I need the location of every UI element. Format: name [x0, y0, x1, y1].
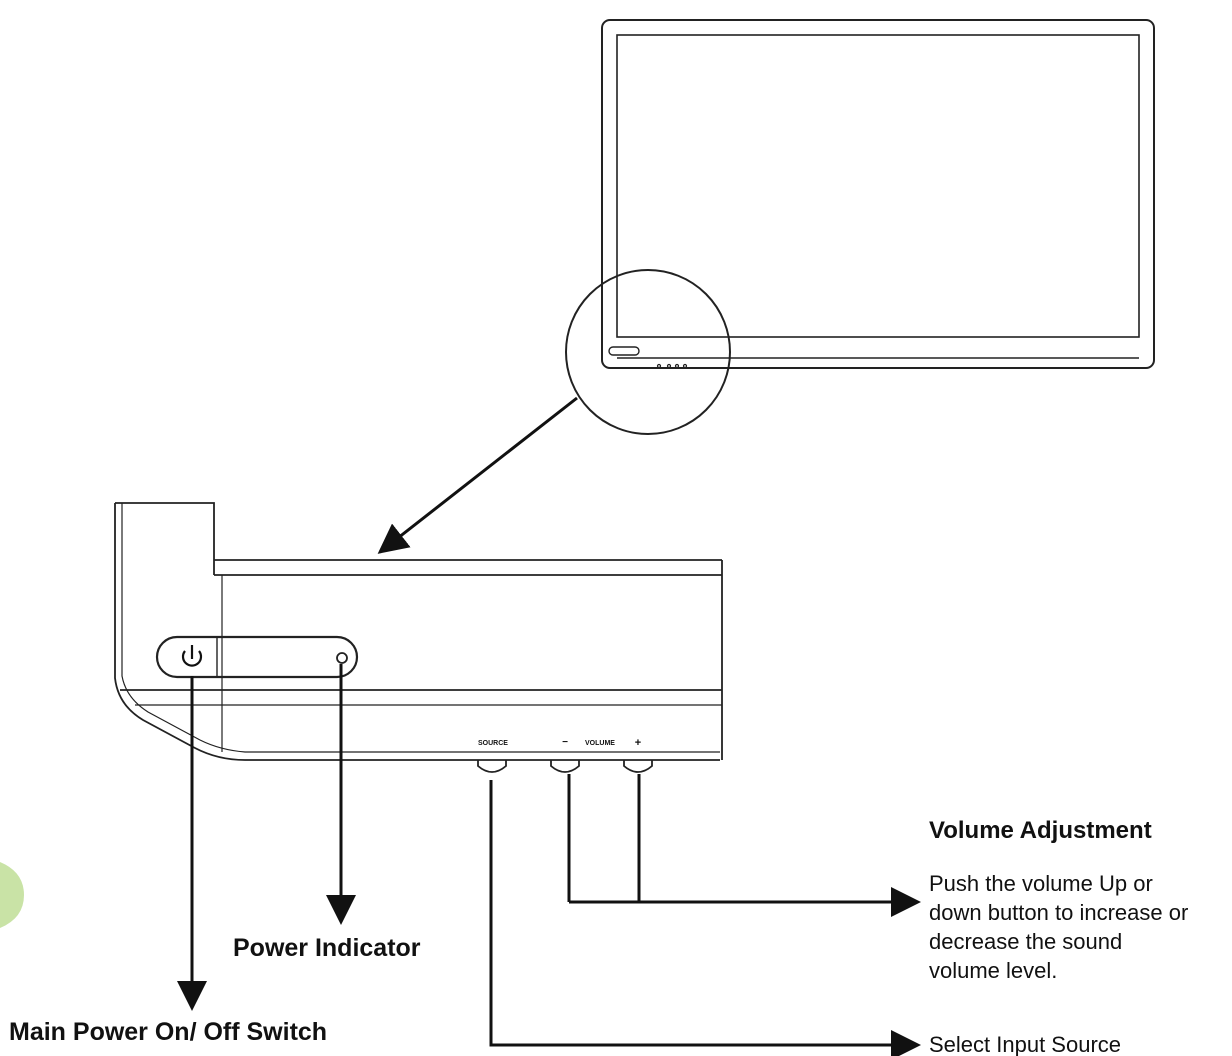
- panel-side-arm: [114, 503, 720, 761]
- power-indicator-label: Power Indicator: [233, 934, 421, 962]
- power-switch-pill: [155, 635, 359, 679]
- panel-label-source: SOURCE: [478, 740, 508, 747]
- source-button: [477, 760, 507, 773]
- main-power-label: Main Power On/ Off Switch: [9, 1018, 327, 1046]
- select-input-label: Select Input Source: [929, 1032, 1121, 1056]
- tv-power-slot: [608, 346, 640, 356]
- callout-lines: [177, 664, 921, 1056]
- panel-label-minus: −: [562, 737, 568, 748]
- tv-small-buttons: [656, 363, 688, 369]
- volume-plus-button: [623, 760, 653, 773]
- volume-minus-button: [550, 760, 580, 773]
- power-indicator-led: [336, 652, 348, 664]
- panel-label-volume: VOLUME: [585, 740, 615, 747]
- tv-front-view: [601, 19, 1155, 369]
- panel-label-plus: +: [635, 737, 641, 749]
- control-panel-enlarged: [114, 502, 723, 773]
- zoom-circle: [565, 269, 731, 435]
- green-edge-blob: [0, 862, 24, 928]
- source-arrow: [489, 780, 921, 1056]
- panel-side-arm-inner: [121, 503, 720, 753]
- zoom-pointer-arrow: [377, 396, 578, 554]
- panel-top-left-block: [115, 502, 215, 575]
- volume-adjustment-line-3: decrease the sound: [929, 929, 1122, 954]
- tv-outer-frame: [601, 19, 1155, 369]
- power-symbol-icon: [181, 645, 203, 667]
- volume-adjustment-title: Volume Adjustment: [929, 817, 1152, 844]
- volume-adjustment-line-4: volume level.: [929, 958, 1057, 983]
- volume-adjustment-line-2: down button to increase or: [929, 900, 1188, 925]
- volume-adjustment-line-1: Push the volume Up or: [929, 871, 1153, 896]
- tv-screen: [616, 34, 1140, 338]
